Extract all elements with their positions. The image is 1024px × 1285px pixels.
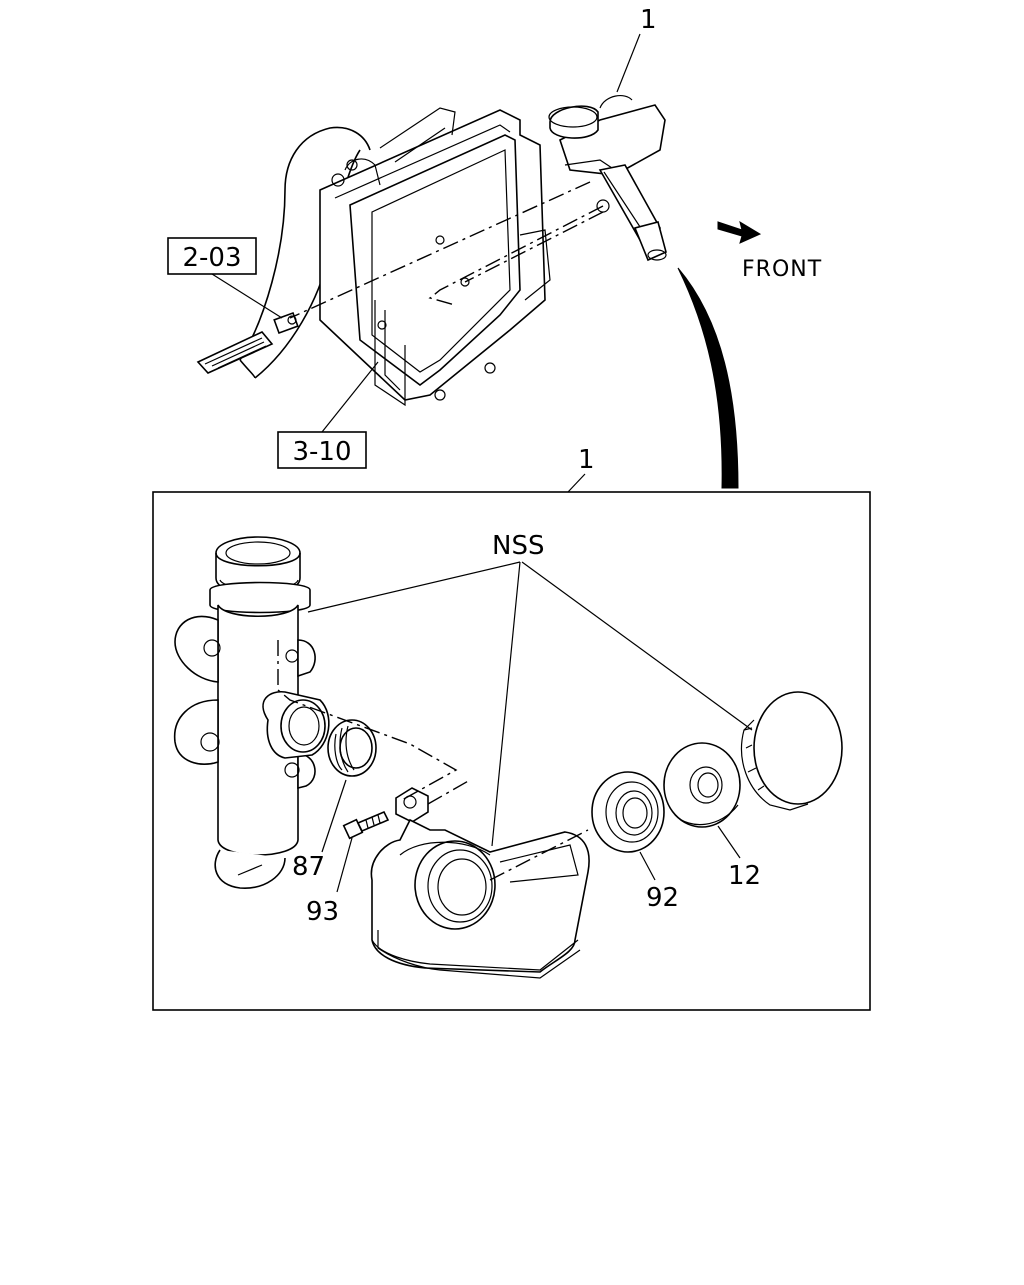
detail-pointer-arrow xyxy=(677,267,739,489)
boot-part xyxy=(327,719,377,777)
bolt-part xyxy=(342,810,390,840)
detail-frame xyxy=(152,491,871,1011)
callout-assembly-box: 1 xyxy=(578,445,595,475)
ref-box-pedal[interactable]: 2-03 xyxy=(167,237,257,275)
callout-assembly-top: 1 xyxy=(640,5,657,35)
front-direction-indicator: FRONT xyxy=(717,220,822,282)
seal-ring-part xyxy=(591,771,665,853)
reservoir-cap-part xyxy=(740,691,843,811)
diaphragm-part xyxy=(663,742,741,828)
ref-label-bracket: 3-10 xyxy=(292,437,351,467)
pedal-bracket-assembly xyxy=(196,94,667,407)
callout-diaphragm: 12 xyxy=(728,861,761,891)
front-label: FRONT xyxy=(742,257,822,282)
callout-seal: 92 xyxy=(646,883,679,913)
callout-boot: 87 xyxy=(292,852,325,882)
callout-nss: NSS xyxy=(492,531,544,561)
reservoir-part xyxy=(370,818,590,979)
master-cylinder-top-view xyxy=(548,94,667,262)
callout-bolt: 93 xyxy=(306,897,339,927)
ref-box-bracket[interactable]: 3-10 xyxy=(277,431,367,469)
ref-label-pedal: 2-03 xyxy=(182,243,241,273)
front-arrow-icon xyxy=(717,220,762,244)
connector-part xyxy=(395,787,429,823)
master-cylinder-body xyxy=(173,536,330,889)
